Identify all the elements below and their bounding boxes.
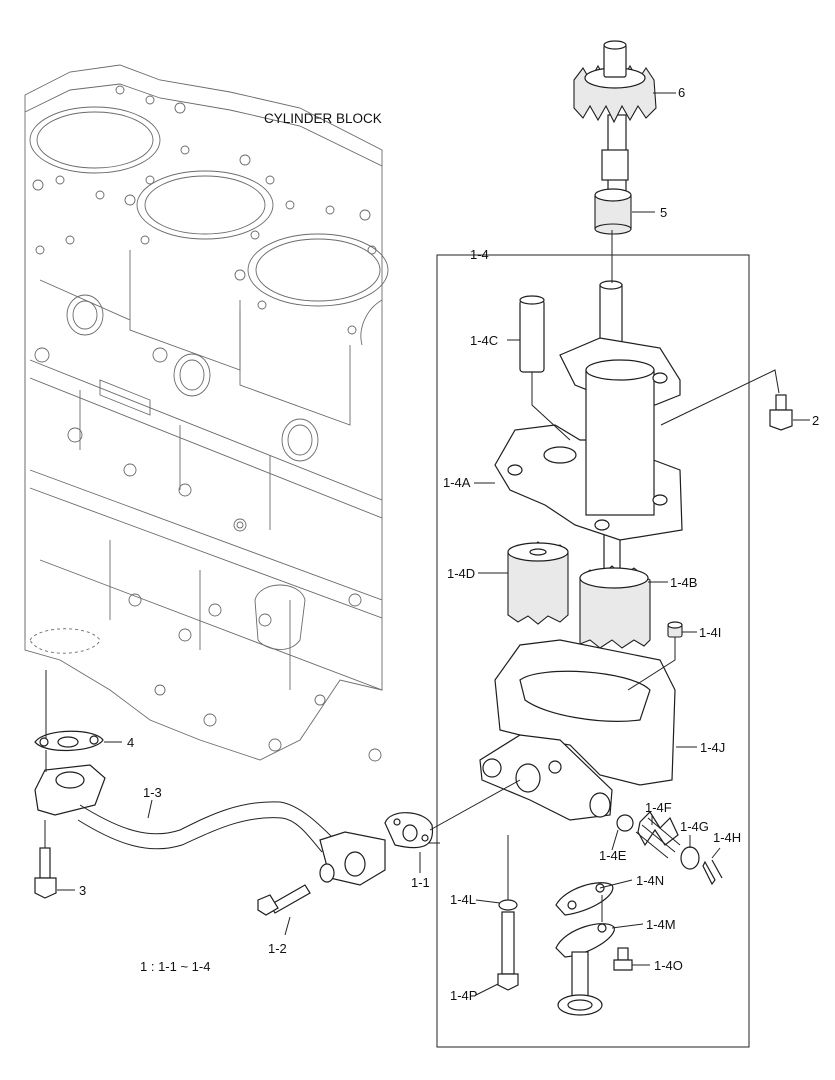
label-1-4g: 1-4G (680, 819, 709, 834)
cylinder-block-drawing (24, 64, 389, 762)
label-6: 6 (678, 85, 685, 100)
relief-valve-parts (616, 811, 723, 886)
assembly-1-4-frame (436, 254, 750, 1048)
label-5: 5 (660, 205, 667, 220)
label-1-4c: 1-4C (470, 333, 498, 348)
label-4: 4 (127, 735, 134, 750)
leader-lines (44, 92, 810, 996)
strainer-parts (555, 882, 633, 1016)
label-1-4n: 1-4N (636, 873, 664, 888)
label-1-4h: 1-4H (713, 830, 741, 845)
label-1-2: 1-2 (268, 941, 287, 956)
label-1-4o: 1-4O (654, 958, 683, 973)
label-1-4b: 1-4B (670, 575, 697, 590)
label-1-4m: 1-4M (646, 917, 676, 932)
drive-gear-shaft-part (573, 40, 657, 196)
flange-gasket-part (384, 812, 434, 849)
label-1-4: 1-4 (470, 247, 489, 262)
bolt-1-2-part (257, 863, 335, 916)
label-1-4p: 1-4P (450, 988, 477, 1003)
bushing-part (594, 188, 632, 235)
long-bolt-part (497, 899, 519, 991)
drive-gear-part (579, 565, 651, 649)
label-1-4d: 1-4D (447, 566, 475, 581)
label-3: 3 (79, 883, 86, 898)
driven-gear-part (507, 541, 569, 625)
label-1-4e: 1-4E (599, 848, 627, 863)
label-2: 2 (812, 413, 819, 428)
bolt-3-part (34, 847, 57, 899)
assembly-note: 1 : 1-1 ~ 1-4 (140, 959, 210, 974)
label-1-4f: 1-4F (645, 800, 672, 815)
label-1-3: 1-3 (143, 785, 162, 800)
label-1-4j: 1-4J (700, 740, 725, 755)
label-1-4l: 1-4L (450, 892, 476, 907)
cylinder-block-title: CYLINDER BLOCK (264, 111, 382, 126)
pump-cover-part (494, 337, 683, 541)
diagram-labels: CYLINDER BLOCK 6 5 1-4 1-4C 2 1-4A 1-4D … (79, 85, 819, 1003)
oil-pipe-part (34, 764, 386, 886)
pump-body-part (479, 639, 676, 821)
bolt-2-part (769, 394, 793, 431)
small-dowel-part (667, 621, 683, 638)
label-1-4i: 1-4I (699, 625, 721, 640)
label-1-1: 1-1 (411, 875, 430, 890)
dowel-pin-part (519, 295, 545, 373)
label-1-4a: 1-4A (443, 475, 471, 490)
gasket-4-part (34, 730, 104, 751)
